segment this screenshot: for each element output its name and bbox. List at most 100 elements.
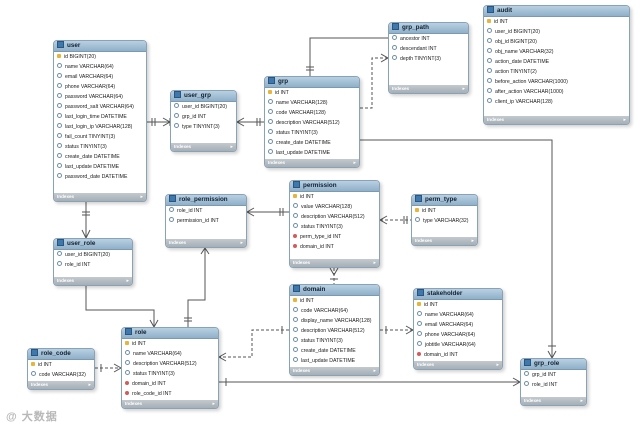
expand-arrow-icon[interactable]: ▸ bbox=[126, 278, 129, 284]
indexes-bar[interactable]: Indexes▸ bbox=[290, 367, 379, 375]
indexes-bar[interactable]: Indexes▸ bbox=[389, 85, 468, 93]
indexes-bar[interactable]: Indexes▸ bbox=[484, 116, 629, 124]
column-row[interactable]: user_id BIGINT(20) bbox=[484, 27, 629, 37]
indexes-bar[interactable]: Indexes▸ bbox=[54, 277, 132, 285]
column-row[interactable]: role_id INT bbox=[54, 260, 132, 270]
column-row[interactable]: ancestor INT bbox=[389, 34, 468, 44]
expand-arrow-icon[interactable]: ▸ bbox=[471, 238, 474, 244]
column-row[interactable]: client_ip VARCHAR(128) bbox=[484, 97, 629, 107]
column-row[interactable]: id INT bbox=[484, 17, 629, 27]
column-row[interactable]: status TINYINT(3) bbox=[290, 222, 379, 232]
column-row[interactable]: before_action VARCHAR(1000) bbox=[484, 77, 629, 87]
column-row[interactable]: description VARCHAR(512) bbox=[122, 359, 218, 369]
expand-arrow-icon[interactable]: ▸ bbox=[240, 240, 243, 246]
column-row[interactable]: description VARCHAR(512) bbox=[290, 212, 379, 222]
indexes-bar[interactable]: Indexes▸ bbox=[412, 237, 477, 245]
column-row[interactable]: id INT bbox=[28, 360, 94, 370]
column-row[interactable]: domain_id INT bbox=[122, 379, 218, 389]
column-row[interactable]: role_id INT bbox=[521, 380, 586, 390]
table-header[interactable]: user_grp bbox=[171, 91, 236, 102]
column-row[interactable]: id INT bbox=[290, 192, 379, 202]
column-row[interactable]: obj_id BIGINT(20) bbox=[484, 37, 629, 47]
column-row[interactable]: display_name VARCHAR(128) bbox=[290, 316, 379, 326]
indexes-bar[interactable]: Indexes▸ bbox=[171, 143, 236, 151]
column-row[interactable]: user_id BIGINT(20) bbox=[54, 250, 132, 260]
expand-arrow-icon[interactable]: ▸ bbox=[140, 194, 143, 200]
indexes-bar[interactable]: Indexes▸ bbox=[414, 361, 502, 369]
column-row[interactable]: role_id INT bbox=[166, 206, 246, 216]
column-row[interactable]: name VARCHAR(64) bbox=[122, 349, 218, 359]
column-row[interactable]: create_date DATETIME bbox=[54, 152, 146, 162]
table-header[interactable]: audit bbox=[484, 6, 629, 17]
column-row[interactable]: name VARCHAR(128) bbox=[265, 98, 359, 108]
table-header[interactable]: role_code bbox=[28, 349, 94, 360]
expand-arrow-icon[interactable]: ▸ bbox=[496, 362, 499, 368]
column-row[interactable]: permission_id INT bbox=[166, 216, 246, 226]
column-row[interactable]: email VARCHAR(64) bbox=[54, 72, 146, 82]
column-row[interactable]: status TINYINT(3) bbox=[290, 336, 379, 346]
column-row[interactable]: fail_count TINYINT(3) bbox=[54, 132, 146, 142]
indexes-bar[interactable]: Indexes▸ bbox=[166, 239, 246, 247]
column-row[interactable]: descendant INT bbox=[389, 44, 468, 54]
column-row[interactable]: status TINYINT(3) bbox=[265, 128, 359, 138]
column-row[interactable]: create_date DATETIME bbox=[265, 138, 359, 148]
column-row[interactable]: type VARCHAR(32) bbox=[412, 216, 477, 226]
indexes-bar[interactable]: Indexes▸ bbox=[265, 159, 359, 167]
column-row[interactable]: perm_type_id INT bbox=[290, 232, 379, 242]
column-row[interactable]: id INT bbox=[412, 206, 477, 216]
column-row[interactable]: id INT bbox=[265, 88, 359, 98]
table-header[interactable]: role bbox=[122, 328, 218, 339]
column-row[interactable]: create_date DATETIME bbox=[290, 346, 379, 356]
column-row[interactable]: email VARCHAR(64) bbox=[414, 320, 502, 330]
table-header[interactable]: permission bbox=[290, 181, 379, 192]
column-row[interactable]: status TINYINT(3) bbox=[122, 369, 218, 379]
column-row[interactable]: id INT bbox=[122, 339, 218, 349]
column-row[interactable]: user_id BIGINT(20) bbox=[171, 102, 236, 112]
column-row[interactable]: status TINYINT(3) bbox=[54, 142, 146, 152]
column-row[interactable]: last_login_ip VARCHAR(128) bbox=[54, 122, 146, 132]
table-header[interactable]: grp bbox=[265, 77, 359, 88]
column-row[interactable]: password_salt VARCHAR(64) bbox=[54, 102, 146, 112]
column-row[interactable]: last_login_time DATETIME bbox=[54, 112, 146, 122]
column-row[interactable]: id INT bbox=[414, 300, 502, 310]
expand-arrow-icon[interactable]: ▸ bbox=[230, 144, 233, 150]
indexes-bar[interactable]: Indexes▸ bbox=[290, 259, 379, 267]
column-row[interactable]: value VARCHAR(128) bbox=[290, 202, 379, 212]
indexes-bar[interactable]: Indexes▸ bbox=[521, 397, 586, 405]
expand-arrow-icon[interactable]: ▸ bbox=[212, 401, 215, 407]
column-row[interactable]: password VARCHAR(64) bbox=[54, 92, 146, 102]
table-header[interactable]: role_permission bbox=[166, 195, 246, 206]
column-row[interactable]: code VARCHAR(128) bbox=[265, 108, 359, 118]
column-row[interactable]: action TINYINT(2) bbox=[484, 67, 629, 77]
table-header[interactable]: stakeholder bbox=[414, 289, 502, 300]
expand-arrow-icon[interactable]: ▸ bbox=[623, 117, 626, 123]
column-row[interactable]: last_update DATETIME bbox=[290, 356, 379, 366]
column-row[interactable]: after_action VARCHAR(1000) bbox=[484, 87, 629, 97]
expand-arrow-icon[interactable]: ▸ bbox=[373, 260, 376, 266]
expand-arrow-icon[interactable]: ▸ bbox=[580, 398, 583, 404]
table-header[interactable]: grp_role bbox=[521, 359, 586, 370]
expand-arrow-icon[interactable]: ▸ bbox=[353, 160, 356, 166]
table-header[interactable]: domain bbox=[290, 285, 379, 296]
column-row[interactable]: id BIGINT(20) bbox=[54, 52, 146, 62]
column-row[interactable]: password_date DATETIME bbox=[54, 172, 146, 182]
column-row[interactable]: obj_name VARCHAR(32) bbox=[484, 47, 629, 57]
column-row[interactable]: role_code_id INT bbox=[122, 389, 218, 399]
expand-arrow-icon[interactable]: ▸ bbox=[373, 368, 376, 374]
column-row[interactable]: name VARCHAR(64) bbox=[414, 310, 502, 320]
column-row[interactable]: phone VARCHAR(64) bbox=[54, 82, 146, 92]
column-row[interactable]: code VARCHAR(64) bbox=[290, 306, 379, 316]
indexes-bar[interactable]: Indexes▸ bbox=[28, 381, 94, 389]
column-row[interactable]: code VARCHAR(32) bbox=[28, 370, 94, 380]
